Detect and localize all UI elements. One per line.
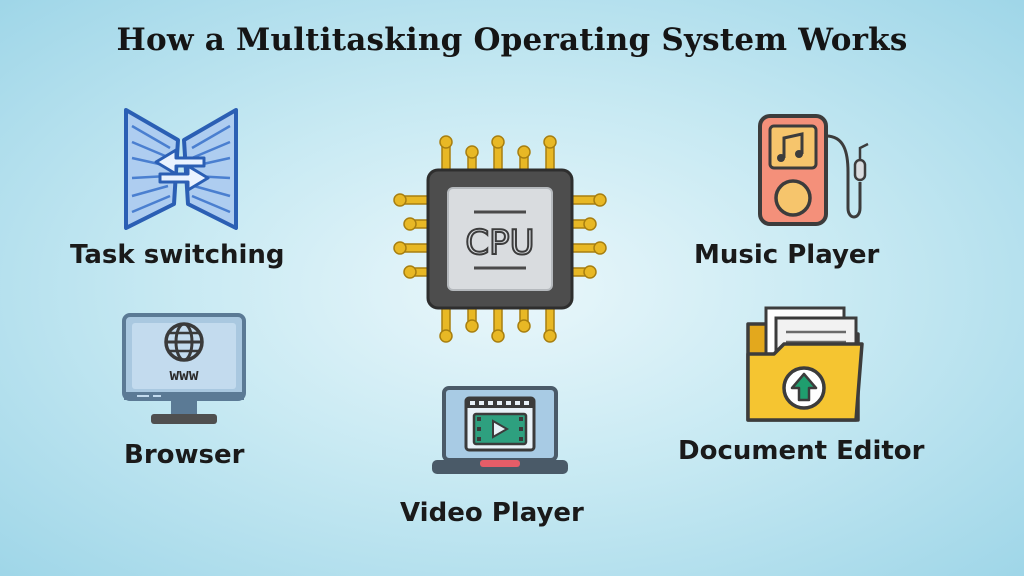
cpu-label: CPU: [465, 223, 534, 263]
node-label-music-player: Music Player: [694, 240, 880, 270]
video-laptop-icon: [432, 386, 568, 474]
browser-screen-text: www: [170, 365, 199, 384]
music-player-device-icon: [758, 114, 869, 226]
cpu-chip-icon: CPU: [393, 135, 607, 343]
node-label-video-player: Video Player: [400, 498, 584, 528]
www-monitor-icon: www: [122, 313, 246, 424]
node-label-document-editor: Document Editor: [678, 436, 925, 466]
node-label-task-switching: Task switching: [70, 240, 285, 270]
task-switch-arrows-icon: [124, 108, 238, 230]
page-title: How a Multitasking Operating System Work…: [116, 22, 908, 58]
document-folder-upload-icon: [746, 306, 864, 422]
node-label-browser: Browser: [124, 440, 245, 470]
